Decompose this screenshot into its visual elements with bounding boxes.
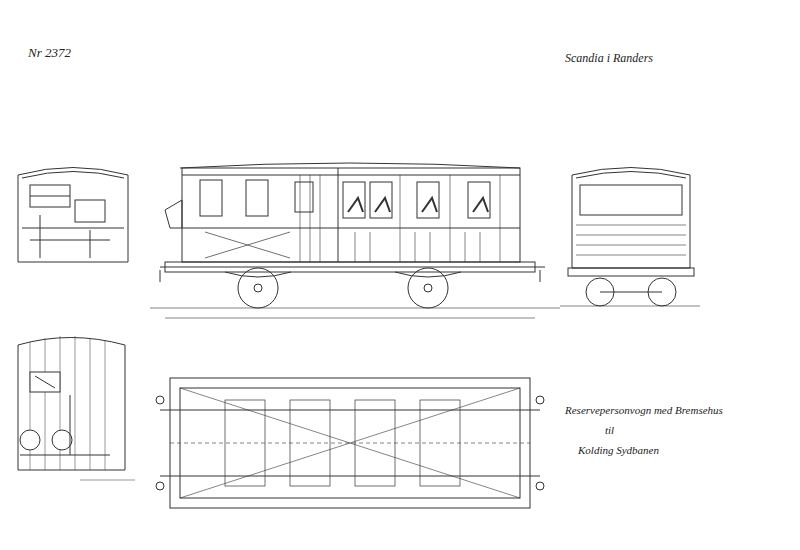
end-view-right bbox=[560, 168, 700, 307]
drawing-label: Reservepersonvogn med Bremsehus bbox=[565, 404, 723, 416]
section-view bbox=[18, 336, 135, 480]
drawing-label: Kolding Sydbanen bbox=[578, 444, 659, 456]
plan-view bbox=[156, 378, 544, 508]
end-view-left bbox=[18, 168, 128, 263]
drawing-label: Scandia i Randers bbox=[565, 52, 653, 65]
side-elevation bbox=[150, 163, 560, 318]
drawing-label: Nr 2372 bbox=[28, 46, 71, 60]
drawing-label: til bbox=[605, 424, 614, 436]
